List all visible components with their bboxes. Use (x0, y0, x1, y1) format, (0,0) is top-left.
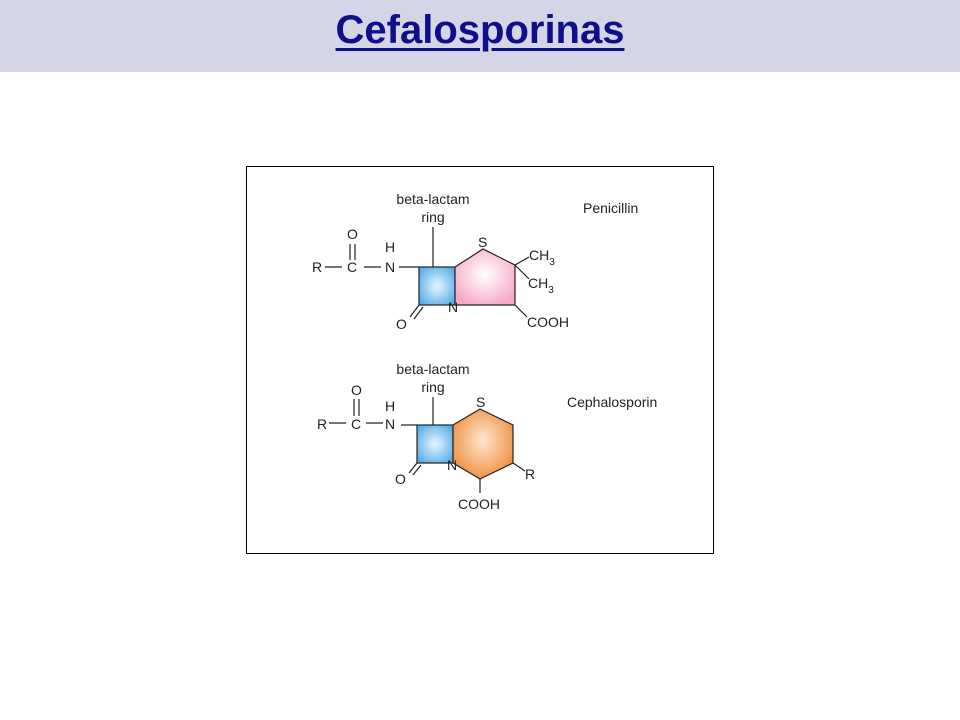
penicillin-ring-label-line2: ring (421, 209, 444, 225)
penicillin-atom-ch3-bottom: CH3 (528, 275, 554, 296)
cephalosporin-atom-o-lactam: O (395, 471, 406, 487)
cephalosporin-atom-o-carbonyl: O (351, 382, 362, 398)
cephalosporin-dihydrothiazine-ring (452, 408, 514, 480)
cephalosporin-ring-label-line1: beta-lactam (396, 361, 469, 377)
structures-svg: Penicillin beta-lactam ring R (312, 191, 657, 512)
cephalosporin-bonds (329, 397, 526, 493)
penicillin-atom-o-lactam: O (396, 316, 407, 332)
penicillin-atom-r: R (312, 259, 322, 275)
cephalosporin-name: Cephalosporin (567, 394, 657, 410)
title-bar (0, 0, 960, 72)
cephalosporin-atom-s: S (476, 394, 485, 410)
penicillin-atom-ch3-top: CH3 (529, 247, 555, 268)
cephalosporin-atom-h: H (385, 398, 395, 414)
penicillin-structure: Penicillin beta-lactam ring R (312, 191, 638, 332)
penicillin-atom-cooh: COOH (527, 314, 569, 330)
penicillin-beta-lactam-ring (418, 266, 456, 306)
penicillin-atom-s: S (478, 234, 487, 250)
cephalosporin-structure: Cephalosporin beta-lactam ring R C (317, 361, 657, 512)
penicillin-atom-h: H (385, 239, 395, 255)
structure-figure: Penicillin beta-lactam ring R (246, 166, 714, 554)
cephalosporin-atom-r-side: R (525, 466, 535, 482)
penicillin-name: Penicillin (583, 200, 638, 216)
cephalosporin-ring-label-line2: ring (421, 379, 444, 395)
penicillin-atom-c: C (347, 259, 357, 275)
penicillin-atom-n-amide: N (385, 259, 395, 275)
penicillin-bonds (325, 227, 530, 320)
penicillin-thiazolidine-ring (454, 248, 516, 306)
cephalosporin-atom-n-ring: N (447, 457, 457, 473)
cephalosporin-atom-c: C (351, 416, 361, 432)
penicillin-atom-o-carbonyl: O (347, 226, 358, 242)
slide-title: Cefalosporinas (335, 8, 625, 52)
cephalosporin-atom-n-amide: N (385, 416, 395, 432)
cephalosporin-atom-r: R (317, 416, 327, 432)
cephalosporin-atom-cooh: COOH (458, 496, 500, 512)
penicillin-ring-label-line1: beta-lactam (396, 191, 469, 207)
penicillin-atom-n-ring: N (448, 299, 458, 315)
